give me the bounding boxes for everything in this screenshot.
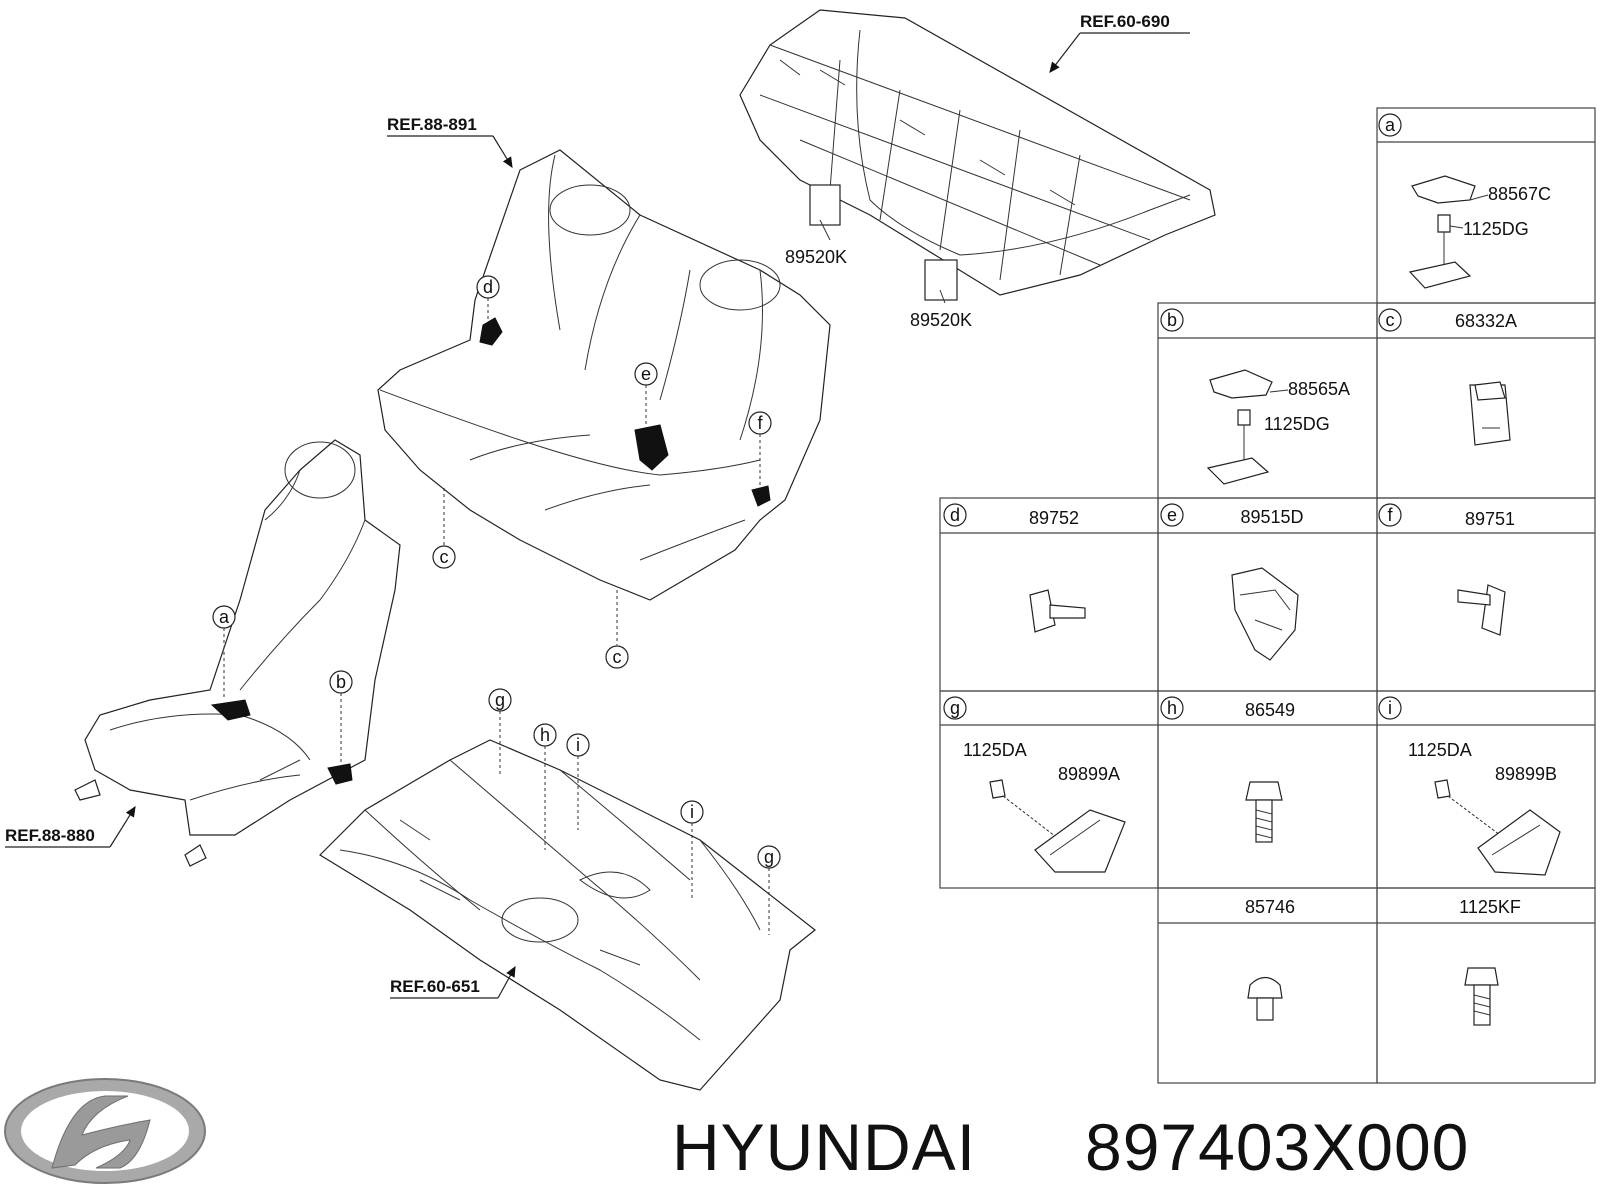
callout-c-upper: c	[432, 488, 456, 569]
svg-text:g: g	[950, 698, 960, 718]
front-seat	[74, 439, 401, 867]
ref-floor-label: REF.60-651	[390, 977, 480, 996]
hyundai-logo-icon	[4, 1078, 206, 1184]
svg-text:89752: 89752	[1029, 508, 1079, 528]
svg-text:88567C: 88567C	[1488, 184, 1551, 204]
cell-letter-d	[943, 503, 967, 527]
svg-text:68332A: 68332A	[1455, 311, 1517, 331]
svg-text:89899B: 89899B	[1495, 764, 1557, 784]
callout-b: b	[329, 670, 353, 762]
svg-text:g: g	[764, 847, 774, 867]
callout-g-right: g	[757, 845, 781, 935]
svg-text:89899A: 89899A	[1058, 764, 1120, 784]
callout-c-lower: c	[605, 590, 629, 669]
table-cell-1125kf: 1125KF	[1376, 887, 1596, 1084]
table-cell-f: f 89751	[1376, 497, 1596, 692]
callout-i-right: i	[680, 800, 704, 900]
cell-letter-i	[1378, 696, 1402, 720]
svg-text:e: e	[1167, 505, 1177, 525]
svg-text:89515D: 89515D	[1240, 507, 1303, 527]
cell-letter-a	[1378, 113, 1402, 137]
svg-text:f: f	[757, 413, 763, 433]
cell-letter-g	[943, 696, 967, 720]
svg-text:1125KF: 1125KF	[1459, 897, 1521, 917]
table-cell-i: i 1125DA 89899B	[1376, 690, 1596, 889]
svg-text:1125DA: 1125DA	[963, 740, 1027, 760]
svg-text:1125DG: 1125DG	[1264, 414, 1330, 434]
table-cell-c: c 68332A	[1376, 302, 1596, 499]
footer-part-number: HYUNDAI 897403X000	[672, 1110, 1469, 1184]
part-number: 897403X000	[1085, 1110, 1469, 1184]
svg-text:g: g	[495, 690, 505, 710]
callout-d: d	[476, 275, 500, 322]
svg-text:f: f	[1387, 505, 1393, 525]
table-cell-h: h 86549	[1157, 690, 1378, 889]
svg-text:h: h	[1167, 698, 1177, 718]
ref-front-seat: REF.88-880	[5, 805, 136, 848]
cell-letter-h	[1160, 696, 1184, 720]
callout-g-left: g	[488, 688, 512, 775]
rear-package-tray	[739, 9, 1216, 301]
callout-i-left: i	[566, 733, 590, 830]
svg-text:b: b	[1167, 310, 1177, 330]
table-cell-b: b 88565A 1125DG	[1157, 302, 1378, 499]
ref-rear-shelf: REF.60-690	[1049, 12, 1190, 73]
callout-e: e	[634, 362, 658, 428]
svg-text:89520K: 89520K	[785, 247, 847, 267]
table-cell-a: a 88567C 1125DG	[1376, 107, 1596, 304]
part-label-89520k-right: 89520K	[910, 289, 972, 330]
svg-text:d: d	[483, 277, 493, 297]
svg-text:h: h	[540, 725, 550, 745]
cell-letter-f	[1378, 503, 1402, 527]
ref-rear-shelf-label: REF.60-690	[1080, 12, 1170, 31]
callout-f: f	[748, 411, 772, 486]
svg-text:i: i	[576, 735, 580, 755]
floor-panel	[319, 739, 816, 1091]
svg-text:85746: 85746	[1245, 897, 1295, 917]
svg-text:e: e	[641, 364, 651, 384]
callout-h: h	[533, 723, 557, 850]
svg-text:a: a	[1385, 115, 1396, 135]
svg-text:1125DA: 1125DA	[1408, 740, 1472, 760]
svg-text:i: i	[690, 802, 694, 822]
svg-text:c: c	[440, 547, 449, 567]
ref-rear-seat-label: REF.88-891	[387, 115, 477, 134]
cell-letter-c	[1378, 308, 1402, 332]
rear-seat	[377, 149, 831, 601]
svg-text:86549: 86549	[1245, 700, 1295, 720]
svg-text:b: b	[336, 672, 346, 692]
svg-text:1125DG: 1125DG	[1463, 219, 1529, 239]
part-label-89520k-left: 89520K	[785, 219, 847, 267]
table-cell-g: g 1125DA 89899A	[939, 690, 1159, 889]
svg-text:c: c	[1386, 310, 1395, 330]
table-cell-d: d 89752	[939, 497, 1159, 692]
ref-front-seat-label: REF.88-880	[5, 826, 95, 845]
ref-floor: REF.60-651	[390, 965, 516, 999]
brand-name: HYUNDAI	[672, 1110, 976, 1184]
parts-table: a 88567C 1125DG b 88565A 1125DG	[939, 107, 1596, 1084]
svg-text:c: c	[613, 647, 622, 667]
svg-text:89751: 89751	[1465, 509, 1515, 529]
svg-text:88565A: 88565A	[1288, 379, 1350, 399]
svg-text:i: i	[1388, 698, 1392, 718]
cell-letter-e	[1160, 503, 1184, 527]
table-cell-e: e 89515D	[1157, 497, 1378, 692]
svg-text:d: d	[950, 505, 960, 525]
ref-rear-seat: REF.88-891	[387, 115, 513, 169]
callout-a: a	[212, 605, 236, 700]
table-cell-85746: 85746	[1157, 887, 1378, 1084]
svg-text:89520K: 89520K	[910, 310, 972, 330]
svg-text:a: a	[219, 607, 230, 627]
cell-letter-b	[1160, 308, 1184, 332]
